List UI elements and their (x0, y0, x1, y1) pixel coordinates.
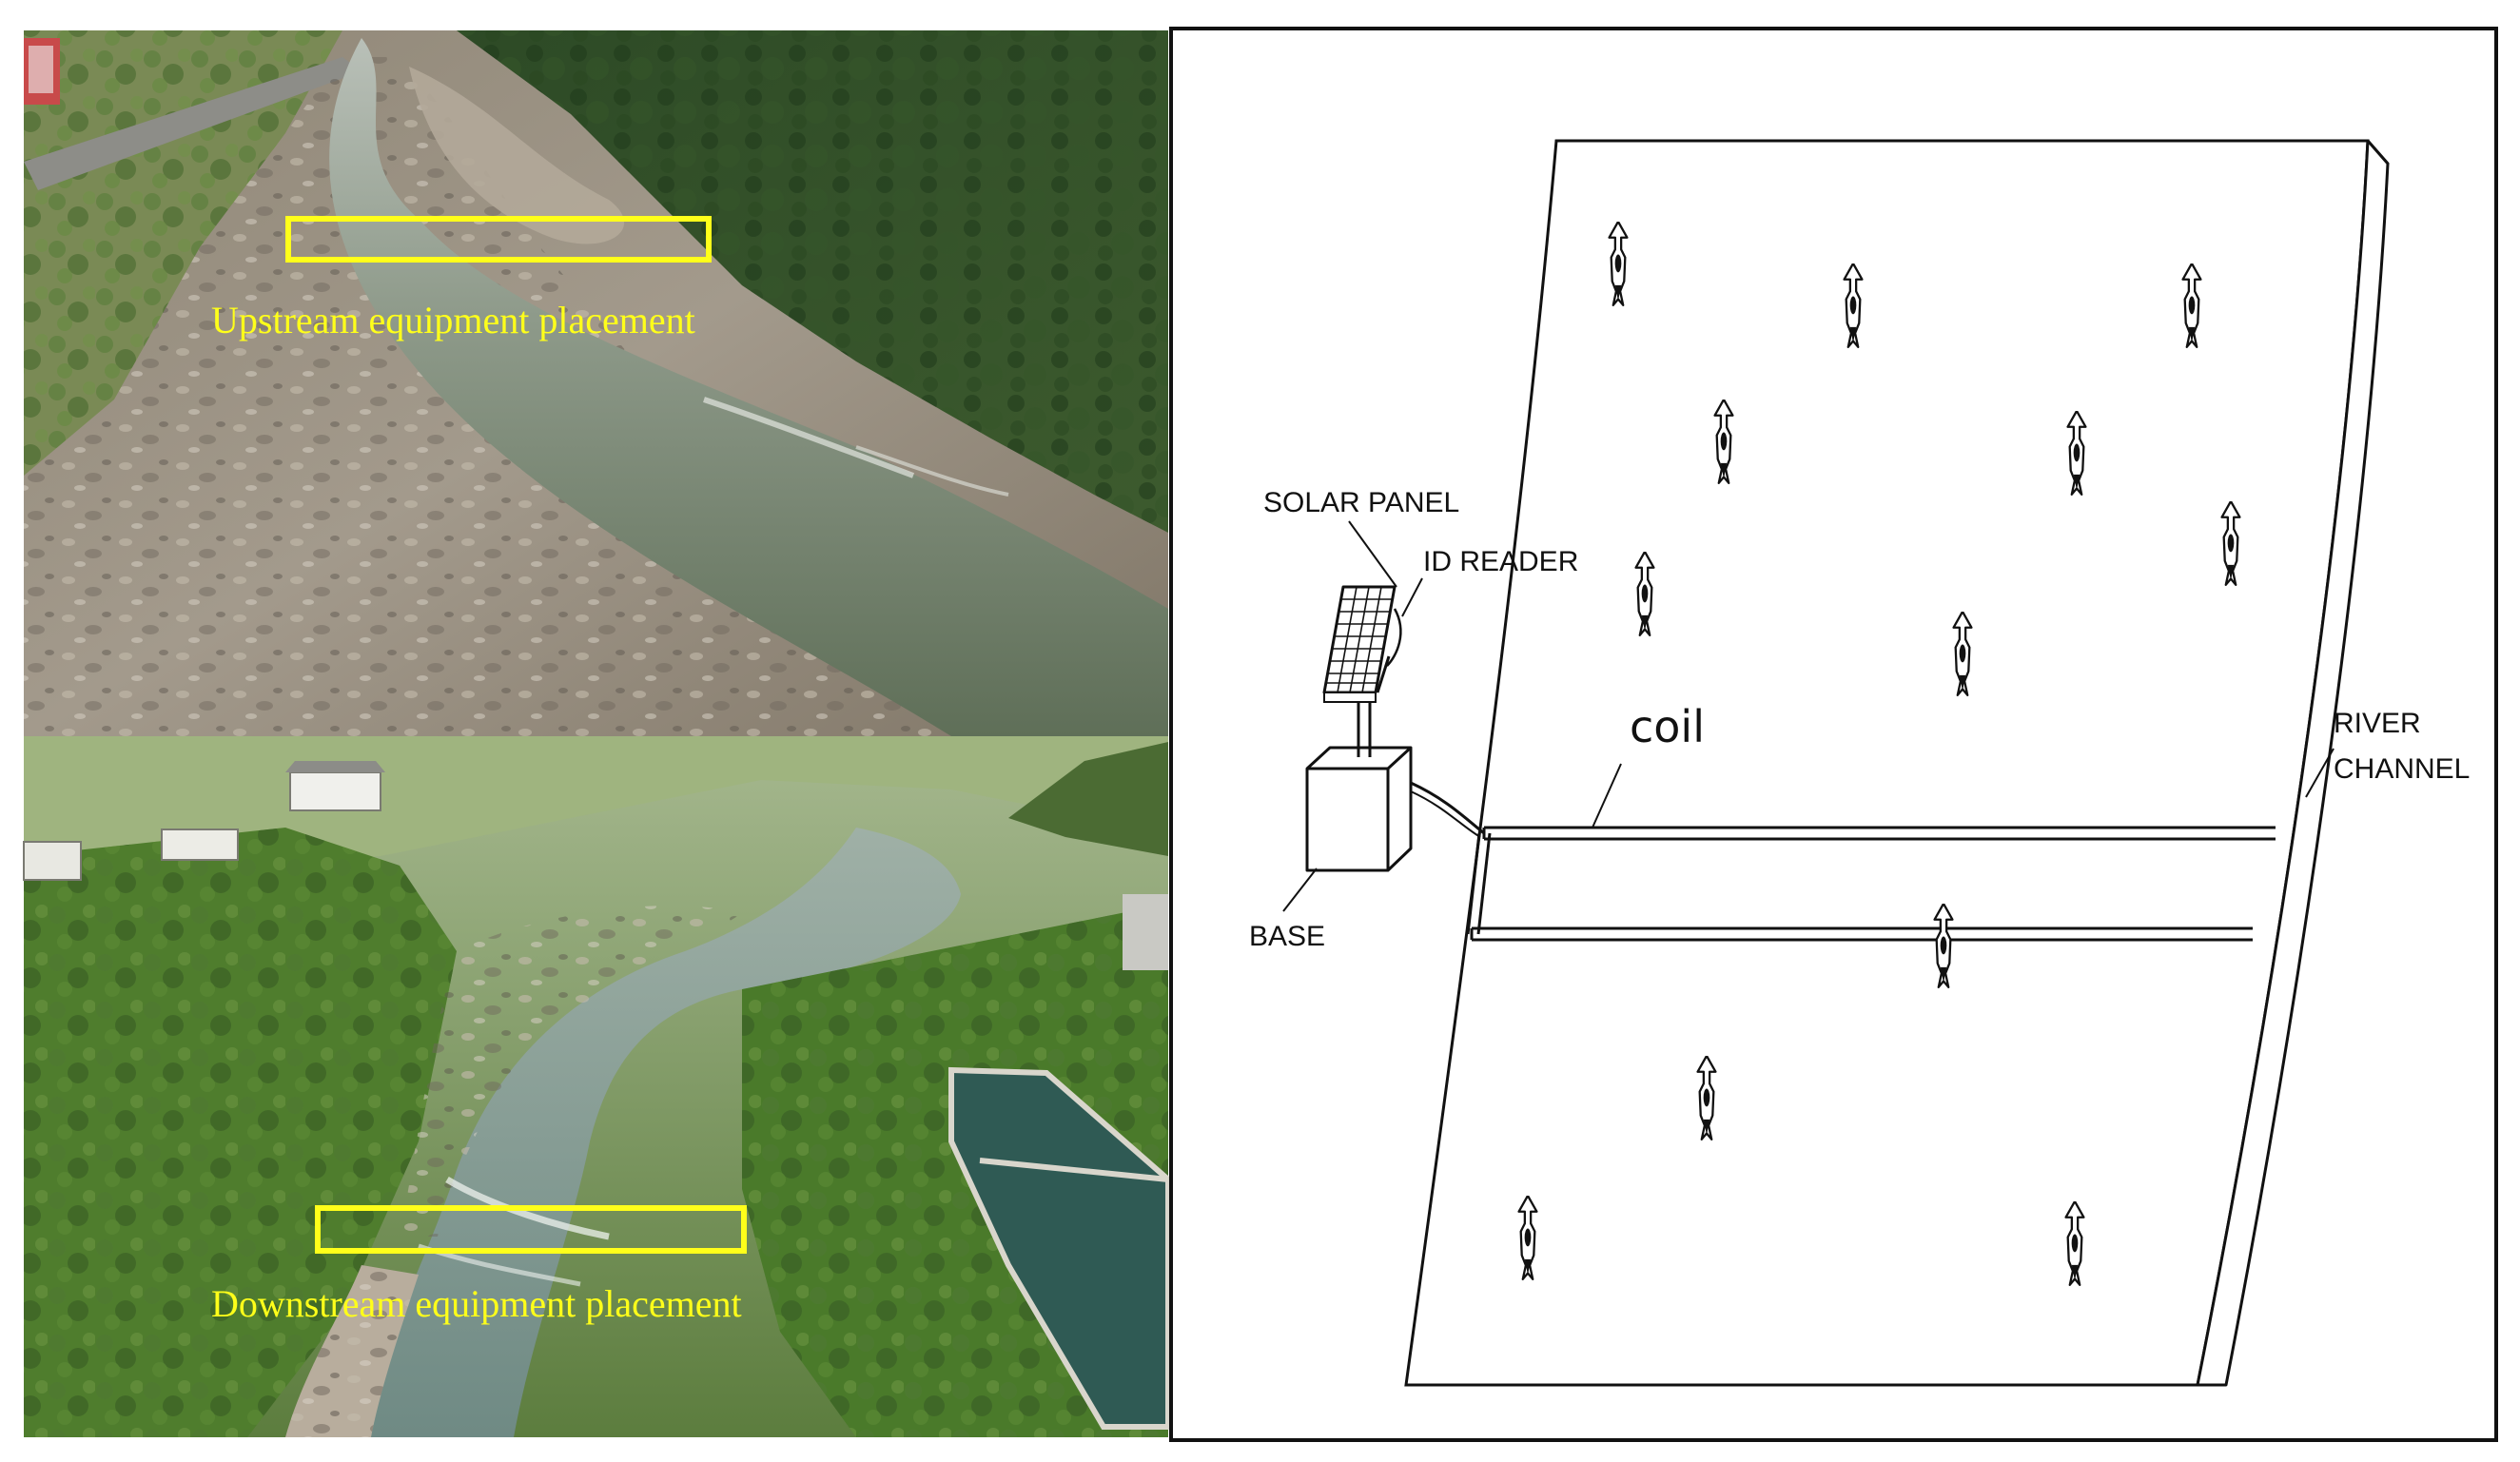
channel-side-face (2196, 139, 2390, 1387)
river-channel-label-line2: CHANNEL (2334, 753, 2470, 785)
solar-panel-leader (1348, 520, 1397, 588)
cable (1410, 781, 1485, 835)
id-reader-label: ID READER (1423, 546, 1578, 577)
solar-panel (1322, 585, 1397, 703)
upstream-marker-box (285, 216, 712, 263)
downstream-label: Downstream equipment placement (211, 1282, 742, 1325)
id-reader-wire (1386, 608, 1402, 667)
downstream-marker-box (315, 1205, 747, 1254)
id-reader-leader (1401, 577, 1423, 617)
upstream-photo (24, 30, 1168, 736)
coil-left-pipe (1466, 832, 1492, 935)
cable-2 (1410, 790, 1481, 838)
coil-leader (1592, 763, 1622, 828)
solar-panel-label: SOLAR PANEL (1263, 487, 1459, 518)
upstream-label: Upstream equipment placement (211, 299, 695, 341)
coil-lower-pipe (1470, 926, 2253, 942)
schematic-diagram: SOLAR PANEL ID READER coil BASE RIVER CH… (1169, 27, 2498, 1442)
channel-face (1404, 139, 2370, 1387)
coil-label: coil (1630, 701, 1705, 752)
base-label: BASE (1249, 921, 1325, 952)
base-box (1305, 746, 1413, 872)
base-leader (1282, 867, 1318, 912)
downstream-photo (23, 736, 1171, 1437)
river-channel-leader (2305, 748, 2334, 798)
river-channel-label-line1: RIVER (2334, 708, 2421, 739)
